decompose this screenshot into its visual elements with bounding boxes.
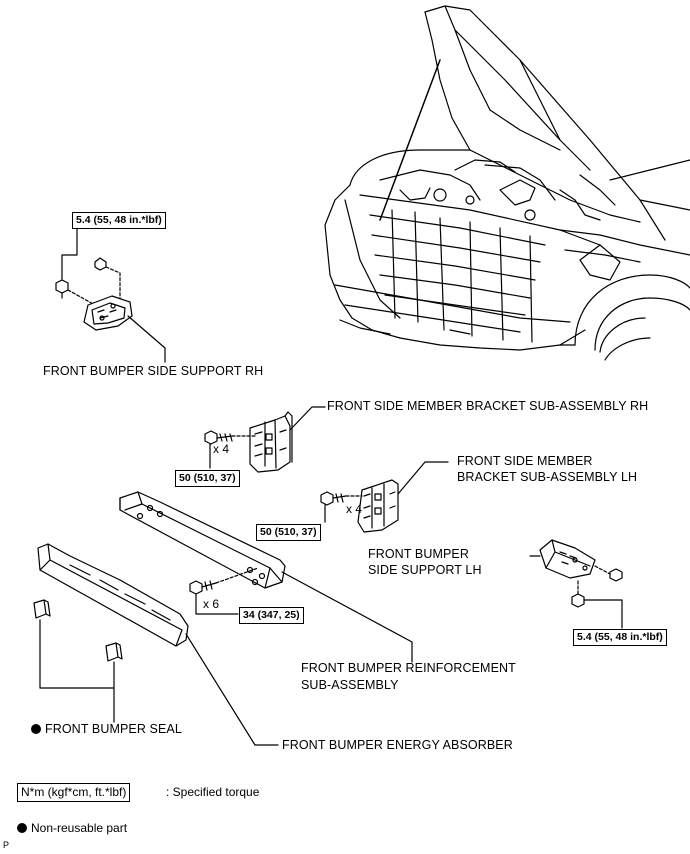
non-reusable-dot-icon bbox=[31, 724, 41, 734]
torque-box-reinforcement: 34 (347, 25) bbox=[239, 607, 304, 624]
side-support-lh-illustration bbox=[529, 539, 623, 629]
legend-torque-box: N*m (kgf*cm, ft.*lbf) bbox=[17, 783, 131, 802]
energy-absorber-illustration bbox=[37, 543, 279, 746]
label-side-support-lh-line1: FRONT BUMPER bbox=[368, 547, 469, 561]
side-member-bracket-lh-illustration bbox=[320, 461, 449, 533]
side-support-rh-illustration bbox=[55, 227, 166, 363]
label-bumper-seal: FRONT BUMPER SEAL bbox=[31, 722, 182, 737]
bumper-seal-illustration bbox=[33, 599, 123, 723]
bumper-reinforcement-illustration bbox=[119, 491, 413, 663]
label-reinforcement-line2: SUB-ASSEMBLY bbox=[301, 678, 399, 692]
label-side-support-lh-line2: SIDE SUPPORT LH bbox=[368, 563, 482, 577]
torque-box-side-support-lh: 5.4 (55, 48 in.*lbf) bbox=[573, 629, 667, 646]
label-side-member-bracket-rh: FRONT SIDE MEMBER BRACKET SUB-ASSEMBLY R… bbox=[327, 399, 649, 413]
vehicle-front-illustration bbox=[324, 5, 690, 361]
label-side-member-bracket-lh-line2: BRACKET SUB-ASSEMBLY LH bbox=[457, 470, 638, 484]
torque-box-side-support-rh: 5.4 (55, 48 in.*lbf) bbox=[72, 212, 166, 229]
non-reusable-dot-icon bbox=[17, 823, 27, 833]
qty-side-member-rh: x 4 bbox=[213, 442, 230, 456]
legend-nonreusable-text: Non-reusable part bbox=[31, 821, 128, 835]
torque-box-side-member-lh: 50 (510, 37) bbox=[256, 524, 321, 541]
corner-mark: P bbox=[3, 840, 10, 850]
side-member-bracket-rh-illustration bbox=[204, 406, 326, 473]
label-side-support-rh: FRONT BUMPER SIDE SUPPORT RH bbox=[43, 364, 264, 378]
qty-side-member-lh: x 4 bbox=[346, 502, 363, 516]
qty-reinforcement: x 6 bbox=[203, 597, 220, 611]
label-reinforcement-line1: FRONT BUMPER REINFORCEMENT bbox=[301, 661, 516, 675]
legend-torque-text: : Specified torque bbox=[166, 785, 260, 799]
legend-nonreusable: Non-reusable part bbox=[17, 821, 127, 836]
label-side-member-bracket-lh-line1: FRONT SIDE MEMBER bbox=[457, 454, 593, 468]
label-bumper-seal-text: FRONT BUMPER SEAL bbox=[45, 722, 182, 736]
torque-box-side-member-rh: 50 (510, 37) bbox=[175, 470, 240, 487]
label-energy-absorber: FRONT BUMPER ENERGY ABSORBER bbox=[282, 738, 513, 752]
